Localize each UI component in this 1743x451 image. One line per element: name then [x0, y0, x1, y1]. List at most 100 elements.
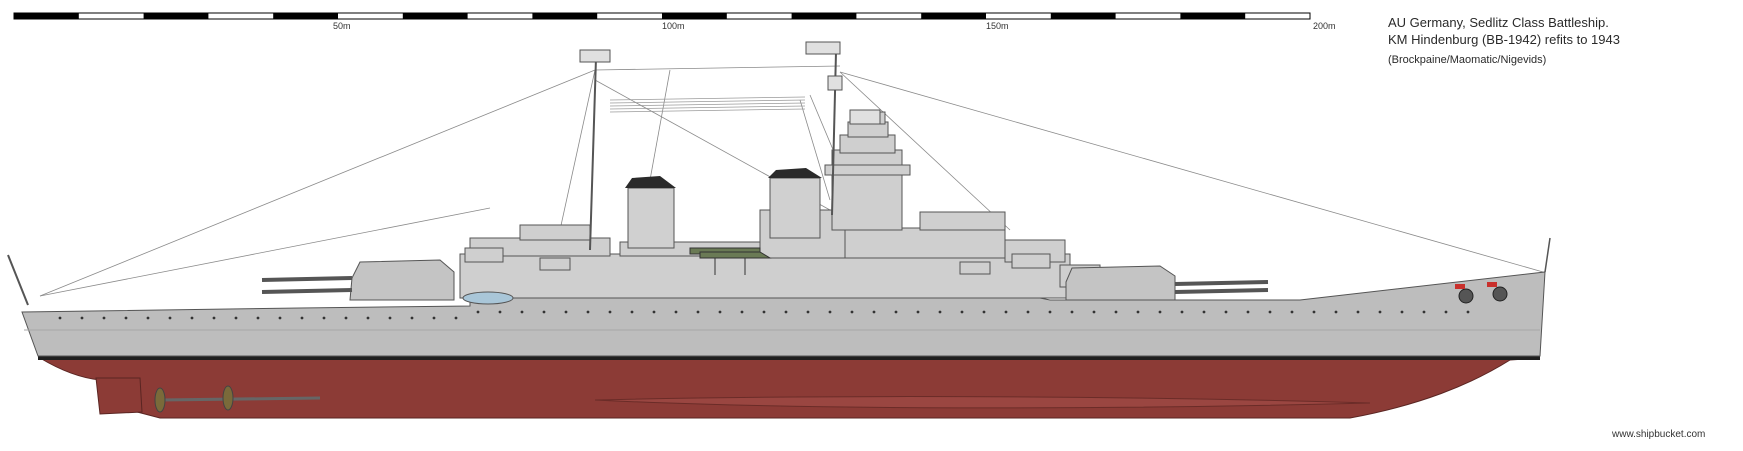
- porthole: [1070, 310, 1074, 314]
- scale-label-150m: 150m: [986, 21, 1009, 31]
- scale-label-200m: 200m: [1313, 21, 1336, 31]
- turret-aft: [261, 259, 455, 301]
- porthole: [872, 310, 876, 314]
- porthole: [1290, 310, 1294, 314]
- porthole: [1114, 310, 1118, 314]
- porthole: [652, 310, 656, 314]
- porthole: [102, 316, 106, 320]
- bow-jackstaff: [1544, 237, 1551, 273]
- porthole: [1026, 310, 1030, 314]
- porthole: [1334, 310, 1338, 314]
- scale-segment: [791, 13, 857, 19]
- porthole: [124, 316, 128, 320]
- scale-segment: [143, 13, 209, 19]
- main-hull: [21, 271, 1546, 357]
- scale-segment: [921, 13, 986, 19]
- porthole: [454, 316, 458, 320]
- porthole: [190, 316, 194, 320]
- scale-segment: [1180, 13, 1246, 19]
- porthole: [916, 310, 920, 314]
- porthole: [432, 316, 436, 320]
- funnel-aft: [625, 176, 676, 249]
- secondary-mounts: [464, 247, 1051, 275]
- porthole: [674, 310, 678, 314]
- porthole: [630, 310, 634, 314]
- porthole: [344, 316, 348, 320]
- rudder-and-propellers: [95, 377, 321, 415]
- title-line-2: KM Hindenburg (BB-1942) refits to 1943: [1388, 32, 1620, 47]
- porthole: [146, 316, 150, 320]
- porthole: [828, 310, 832, 314]
- porthole: [1268, 310, 1272, 314]
- porthole: [168, 316, 172, 320]
- porthole: [762, 310, 766, 314]
- porthole: [234, 316, 238, 320]
- porthole: [1180, 310, 1184, 314]
- scale-bar: [13, 12, 1311, 20]
- porthole: [1466, 310, 1470, 314]
- porthole: [960, 310, 964, 314]
- porthole: [278, 316, 282, 320]
- porthole: [300, 316, 304, 320]
- porthole: [1246, 310, 1250, 314]
- boot-topping-stripe: [38, 354, 1540, 360]
- porthole: [498, 310, 502, 314]
- porthole: [366, 316, 370, 320]
- scale-segment: [662, 13, 727, 19]
- porthole: [542, 310, 546, 314]
- porthole: [212, 316, 216, 320]
- porthole: [1136, 310, 1140, 314]
- stern-flagstaff: [7, 254, 29, 306]
- forward-tower-bridge: [824, 111, 911, 231]
- porthole: [1092, 310, 1096, 314]
- porthole: [80, 316, 84, 320]
- porthole: [58, 316, 62, 320]
- porthole: [1004, 310, 1008, 314]
- scale-label-100m: 100m: [662, 21, 685, 31]
- porthole: [1422, 310, 1426, 314]
- scale-segment: [1050, 13, 1116, 19]
- porthole: [520, 310, 524, 314]
- title-block: AU Germany, Sedlitz Class Battleship. KM…: [1388, 14, 1620, 68]
- scale-segment: [532, 13, 598, 19]
- bulge-detail: [594, 396, 1371, 409]
- porthole: [1400, 310, 1404, 314]
- credits-line: (Brockpaine/Maomatic/Nigevids): [1388, 54, 1547, 66]
- scale-segment: [14, 13, 79, 19]
- porthole: [410, 316, 414, 320]
- porthole: [718, 310, 722, 314]
- porthole: [322, 316, 326, 320]
- watermark: www.shipbucket.com: [1612, 429, 1706, 440]
- scale-segment: [273, 13, 338, 19]
- porthole: [256, 316, 260, 320]
- mast-radars: [579, 41, 881, 125]
- seaplane: [689, 247, 772, 275]
- porthole: [1048, 310, 1052, 314]
- antenna-array: [609, 96, 806, 113]
- porthole: [586, 310, 590, 314]
- porthole: [1224, 310, 1228, 314]
- porthole: [1444, 310, 1448, 314]
- porthole: [696, 310, 700, 314]
- porthole: [476, 310, 480, 314]
- porthole: [564, 310, 568, 314]
- porthole: [982, 310, 986, 314]
- porthole: [388, 316, 392, 320]
- porthole: [1356, 310, 1360, 314]
- anchor-hawses: [1455, 282, 1508, 304]
- porthole: [784, 310, 788, 314]
- title-line-1: AU Germany, Sedlitz Class Battleship.: [1388, 15, 1609, 30]
- lower-hull-antifouling: [38, 357, 1541, 419]
- porthole: [850, 310, 854, 314]
- scale-segment: [402, 13, 468, 19]
- porthole: [1312, 310, 1316, 314]
- porthole-row: [58, 310, 1470, 320]
- porthole: [608, 310, 612, 314]
- ships-boat: [462, 291, 514, 305]
- turret-fore: [1065, 265, 1269, 301]
- scale-label-50m: 50m: [333, 21, 351, 31]
- porthole: [894, 310, 898, 314]
- porthole: [1378, 310, 1382, 314]
- porthole: [1202, 310, 1206, 314]
